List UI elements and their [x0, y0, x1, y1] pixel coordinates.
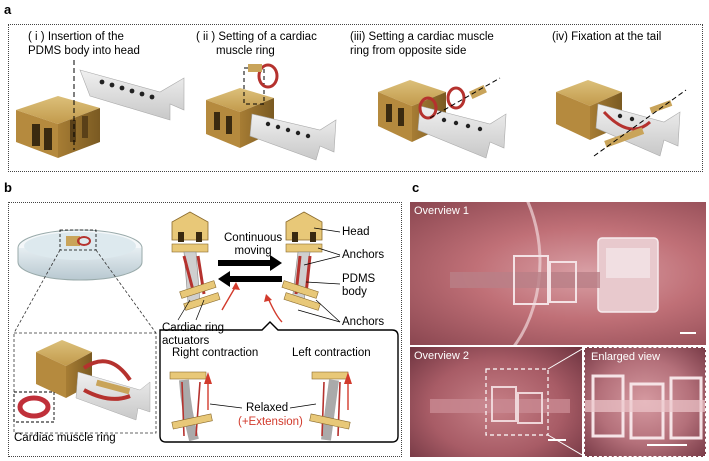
panel-a-letter: a [4, 2, 12, 17]
panel-b-frame [8, 202, 402, 457]
step-2-line2: muscle ring [216, 45, 275, 57]
relaxed-label: Relaxed [246, 402, 289, 414]
step-2-num: ( ii ) [196, 31, 216, 43]
overview-2-label: Overview 2 [414, 350, 470, 362]
step-1-num: ( i ) [28, 31, 45, 43]
pdms-body-label: PDMS body [342, 273, 375, 299]
step-1-line1: Insertion of the [47, 31, 124, 43]
continuous-moving-label: Continuous moving [224, 232, 282, 258]
left-contraction-label: Left contraction [292, 347, 371, 359]
step-4-caption: (iv) Fixation at the tail [552, 30, 661, 44]
overview-1-device [450, 202, 696, 345]
anchors-bottom-label: Anchors [342, 316, 385, 328]
step-4-line1: Fixation at the tail [571, 31, 662, 43]
head-label: Head [342, 226, 370, 238]
step-4-num: (iv) [552, 31, 568, 43]
step-3-line2: ring from opposite side [350, 45, 467, 57]
step-3-line1: Setting a cardiac muscle [368, 31, 494, 43]
right-contraction-label: Right contraction [172, 347, 259, 359]
step-1-caption: ( i ) Insertion of the PDMS body into he… [28, 30, 140, 58]
anchors-top-label: Anchors [342, 249, 385, 261]
enlarged-device [585, 374, 705, 446]
step-2-caption: ( ii ) Setting of a cardiac muscle ring [196, 30, 317, 58]
step-1-line2: PDMS body into head [28, 45, 140, 57]
cardiac-muscle-ring-label: Cardiac muscle ring [14, 432, 116, 444]
overview-1-label: Overview 1 [414, 205, 470, 217]
step-2-line1: Setting of a cardiac [218, 31, 317, 43]
overview-2-device [430, 348, 582, 456]
body-label: body [342, 286, 367, 298]
panel-c-letter: c [412, 180, 420, 195]
cardiac-ring-label: Cardiac ring [162, 322, 224, 334]
overview-2-photo: Overview 2 [410, 347, 582, 457]
enlarged-view-label: Enlarged view [591, 351, 661, 363]
moving-label: moving [234, 245, 272, 257]
pdms-label: PDMS [342, 273, 376, 285]
extension-label: (+Extension) [238, 416, 303, 428]
panel-b-letter: b [4, 180, 12, 195]
step-3-num: (iii) [350, 31, 366, 43]
actuators-label: Cardiac ring actuators [162, 322, 224, 348]
actuators-text: actuators [162, 335, 210, 347]
overview-1-photo: Overview 1 [410, 202, 706, 345]
panel-a-frame [8, 24, 703, 172]
enlarged-view-photo: Enlarged view [584, 347, 706, 457]
continuous-label: Continuous [224, 232, 283, 244]
step-3-caption: (iii) Setting a cardiac muscle ring from… [350, 30, 494, 58]
